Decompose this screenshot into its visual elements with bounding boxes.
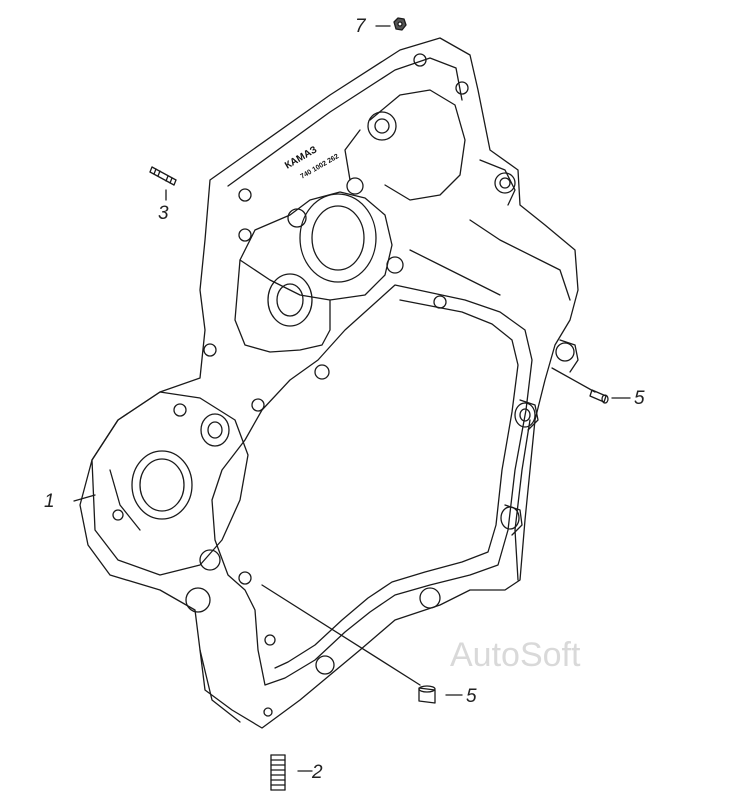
dowel-pin-lower-icon (418, 685, 436, 704)
stud-part-3-icon (149, 166, 177, 186)
bolt-bosses (203, 53, 469, 717)
timing-cover-outline (79, 37, 579, 729)
nut-part-7-icon (393, 17, 407, 31)
sealing-flange (211, 284, 533, 686)
watermark: AutoSoft (450, 636, 581, 674)
callout-5-upper: 5 (634, 388, 645, 409)
callout-7: 7 (355, 16, 366, 37)
casting-marking: КАМАЗ 740 1002 262 (283, 144, 340, 180)
callout-2: 2 (312, 762, 323, 783)
upper-housing (234, 89, 466, 353)
crankshaft-seal-lobe (91, 391, 265, 613)
callout-5-lower: 5 (466, 686, 477, 707)
right-side-ribs (409, 159, 579, 536)
callout-3: 3 (158, 203, 169, 224)
stud-part-2-icon (270, 754, 286, 791)
callout-1: 1 (44, 491, 55, 512)
leader-lines (73, 25, 631, 772)
dowel-pin-upper-icon (589, 389, 609, 404)
